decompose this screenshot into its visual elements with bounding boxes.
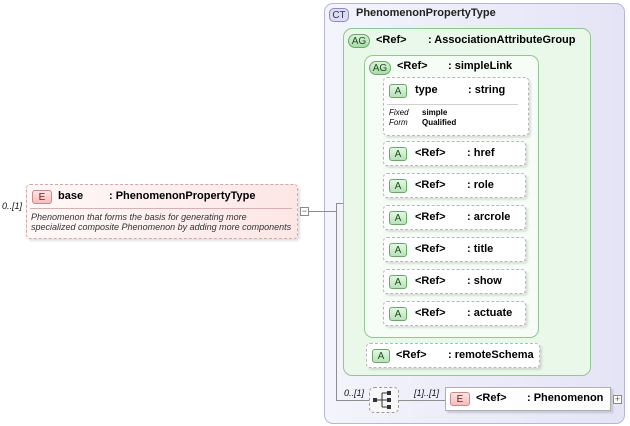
complex-type-title: PhenomenonPropertyType: [356, 7, 496, 19]
attribute-group-badge: AG: [348, 34, 370, 48]
type-attribute-type: : string: [468, 84, 506, 96]
sequence-compositor[interactable]: [369, 387, 399, 413]
simple-link-name: : simpleLink: [448, 60, 513, 72]
attribute-actuate[interactable]: A <Ref> : actuate: [383, 301, 526, 326]
attribute-badge: A: [389, 211, 407, 225]
sequence-occurrence: 0..[1]: [344, 388, 365, 398]
attribute-ref: <Ref>: [415, 307, 446, 319]
type-attribute-name: type: [415, 84, 438, 96]
attribute-ref: <Ref>: [415, 211, 446, 223]
attribute-href[interactable]: A <Ref> : href: [383, 141, 526, 166]
attribute-name: : show: [467, 275, 502, 287]
base-doc-line2: specialized composite Phenomenon by addi…: [31, 222, 292, 232]
phenomenon-element-name: : Phenomenon: [527, 392, 604, 404]
connector-vertical-main: [336, 203, 337, 400]
attribute-name: : arcrole: [467, 211, 511, 223]
phenomenon-element-badge: E: [450, 392, 470, 406]
phenomenon-occurrence: [1]..[1]: [414, 388, 440, 398]
attribute-ref: <Ref>: [415, 147, 446, 159]
base-doc-line1: Phenomenon that forms the basis for gene…: [31, 212, 247, 222]
form-label: Form: [389, 118, 408, 127]
attribute-group-ref: <Ref>: [376, 34, 407, 46]
base-element-badge: E: [32, 190, 52, 204]
phenomenon-element-box[interactable]: [445, 387, 611, 411]
form-value: Qualified: [422, 118, 457, 127]
attribute-title[interactable]: A <Ref> : title: [383, 237, 526, 262]
fixed-value: simple: [422, 108, 448, 117]
simple-link-ref: <Ref>: [397, 60, 428, 72]
attribute-name: : role: [467, 179, 494, 191]
attribute-remote-schema[interactable]: A <Ref> : remoteSchema: [366, 343, 540, 368]
sequence-icon: [373, 391, 391, 409]
attribute-ref: <Ref>: [415, 243, 446, 255]
connector-to-sequence: [336, 400, 369, 401]
attribute-name: : actuate: [467, 307, 513, 319]
attribute-badge: A: [372, 349, 390, 363]
type-attribute-box[interactable]: [383, 77, 529, 136]
base-element-box[interactable]: [26, 184, 298, 239]
attribute-show[interactable]: A <Ref> : show: [383, 269, 526, 294]
expand-toggle[interactable]: +: [613, 394, 622, 404]
base-element-separator: [30, 208, 292, 209]
connector-to-attribute-group: [336, 203, 344, 204]
attribute-name: : title: [467, 243, 494, 255]
simple-link-badge: AG: [369, 61, 391, 75]
phenomenon-element-ref: <Ref>: [476, 392, 507, 404]
attribute-name: : remoteSchema: [448, 349, 534, 361]
connector-seq-to-phenomenon: [399, 400, 445, 401]
base-element-documentation: Phenomenon that forms the basis for gene…: [31, 212, 297, 232]
fixed-label: Fixed: [389, 108, 409, 117]
attribute-ref: <Ref>: [415, 275, 446, 287]
base-element-name: base: [58, 190, 84, 202]
type-attribute-separator: [387, 104, 518, 105]
type-attribute-badge: A: [389, 84, 407, 98]
base-element-type: : PhenomenonPropertyType: [109, 190, 256, 202]
connector-base-out: [309, 211, 336, 212]
attribute-ref: <Ref>: [396, 349, 427, 361]
base-occurrence: 0..[1]: [2, 201, 23, 211]
attribute-badge: A: [389, 275, 407, 289]
attribute-role[interactable]: A <Ref> : role: [383, 173, 526, 198]
attribute-badge: A: [389, 179, 407, 193]
attribute-badge: A: [389, 307, 407, 321]
attribute-name: : href: [467, 147, 495, 159]
attribute-ref: <Ref>: [415, 179, 446, 191]
complex-type-badge: CT: [329, 8, 349, 22]
attribute-group-name: : AssociationAttributeGroup: [428, 34, 576, 46]
attribute-badge: A: [389, 243, 407, 257]
attribute-badge: A: [389, 147, 407, 161]
attribute-arcrole[interactable]: A <Ref> : arcrole: [383, 205, 526, 230]
collapse-toggle[interactable]: −: [300, 206, 309, 216]
